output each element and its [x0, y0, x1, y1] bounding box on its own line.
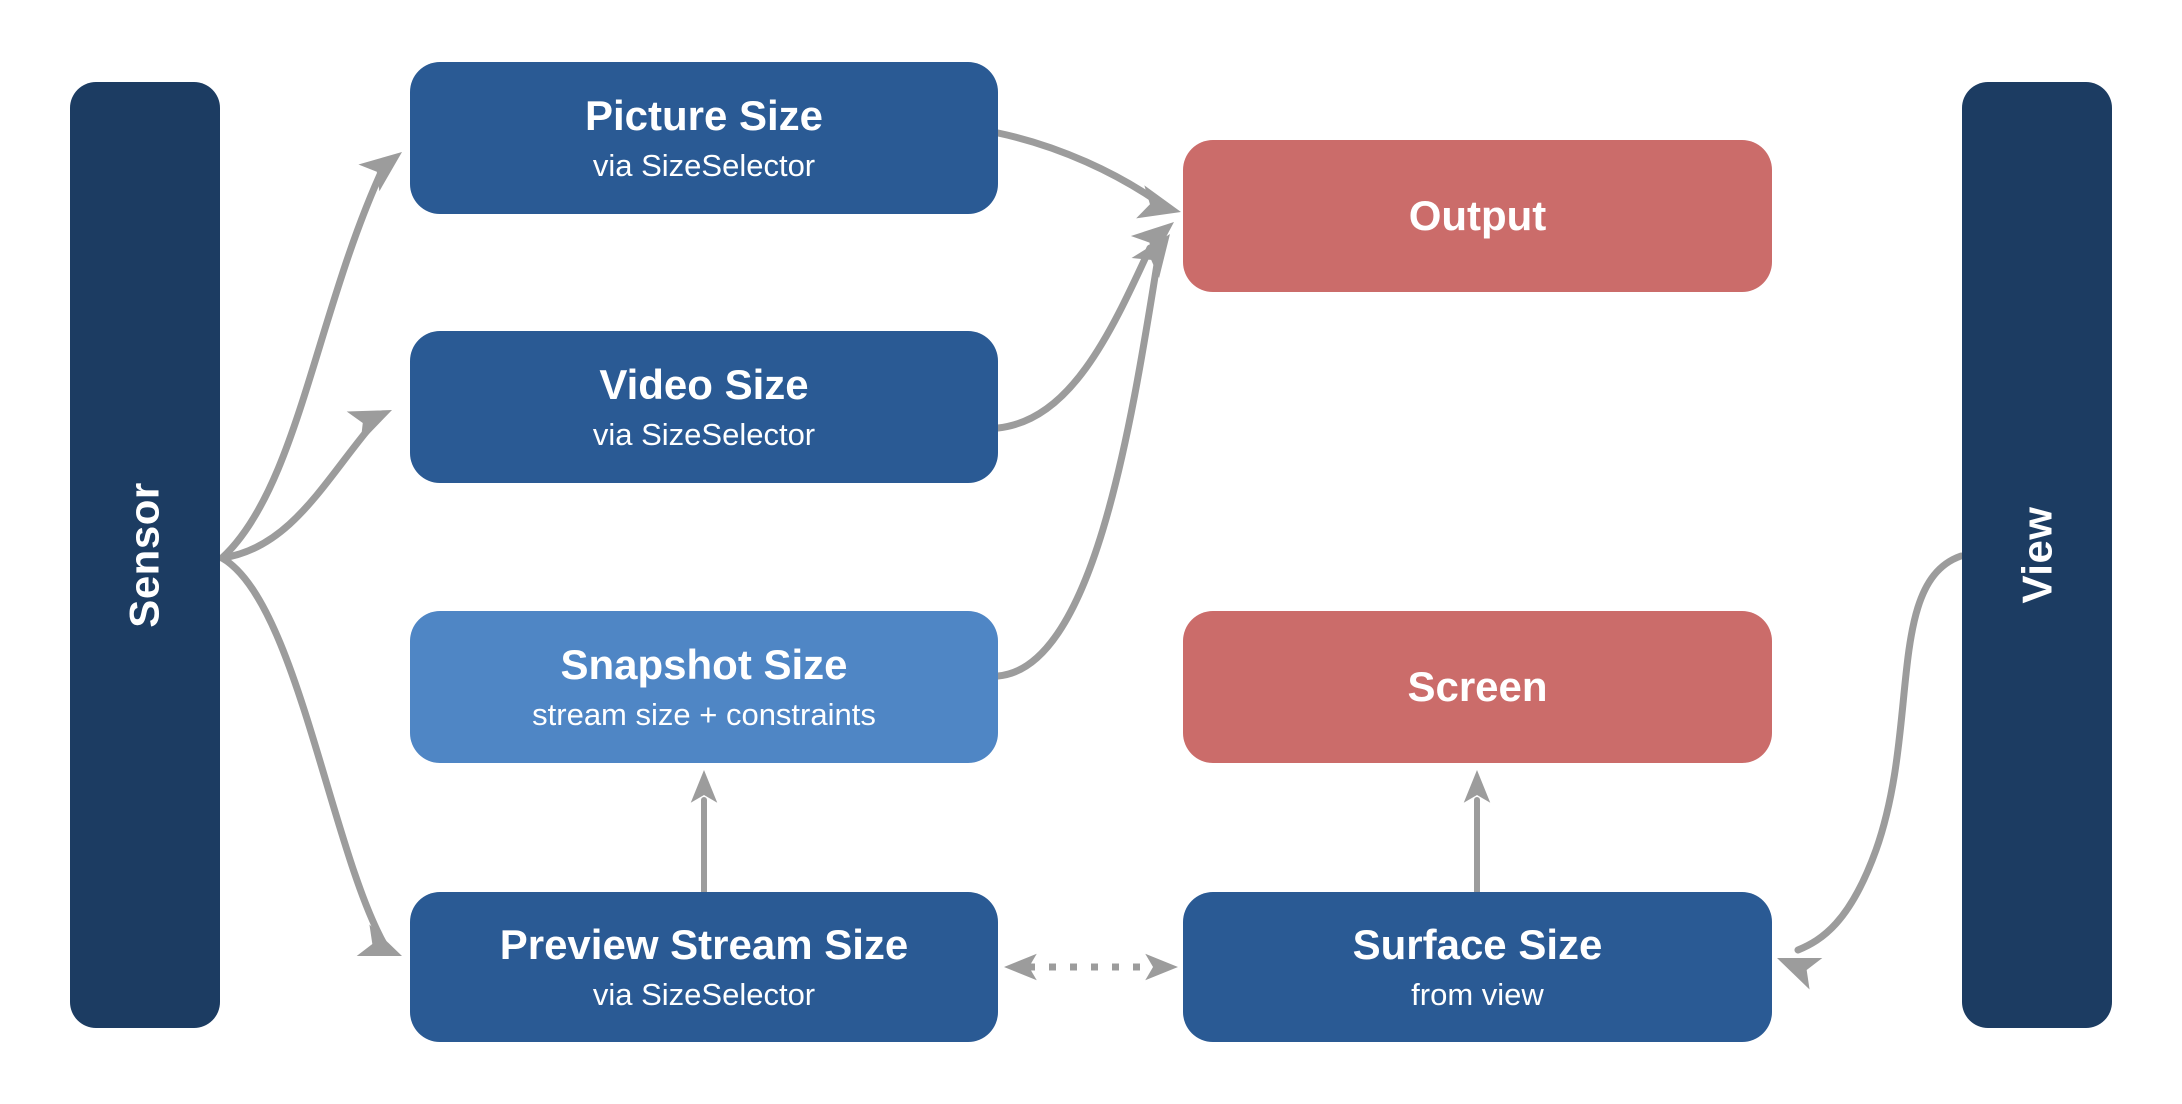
edge-picture-to-output [994, 129, 1162, 206]
lane-sensor-label: Sensor [120, 482, 168, 628]
edge-video-to-output-arrowhead [1130, 222, 1174, 263]
lane-sensor: Sensor [70, 82, 220, 1028]
node-picture-size-title: Picture Size [584, 92, 824, 140]
node-preview-stream-size-title: Preview Stream Size [499, 921, 909, 969]
edge-preview-surface-right-arrowhead [1145, 953, 1178, 981]
edge-sensor-to-picture [218, 162, 388, 562]
edge-sensor-to-preview [218, 554, 388, 948]
node-preview-stream-size: Preview Stream Size via SizeSelector [410, 892, 998, 1042]
node-snapshot-size-subtitle: stream size + constraints [532, 696, 876, 732]
node-snapshot-size: Snapshot Size stream size + constraints [410, 611, 998, 763]
edge-preview-surface-left-arrowhead [1004, 953, 1037, 981]
edge-view-to-surface [1794, 552, 1965, 954]
node-surface-size: Surface Size from view [1183, 892, 1772, 1042]
edge-view-to-surface-arrowhead [1777, 957, 1823, 990]
node-snapshot-size-title: Snapshot Size [560, 641, 848, 689]
node-output: Output [1183, 140, 1772, 292]
edge-sensor-to-video-arrowhead [346, 410, 392, 443]
node-screen: Screen [1183, 611, 1772, 763]
node-preview-stream-size-subtitle: via SizeSelector [592, 976, 816, 1012]
edge-surface-to-screen-arrowhead [1463, 770, 1491, 803]
node-output-title: Output [1408, 191, 1547, 239]
edge-sensor-to-preview-arrowhead [356, 924, 402, 957]
node-picture-size: Picture Size via SizeSelector [410, 62, 998, 214]
edge-video-to-output [994, 244, 1154, 432]
node-video-size-subtitle: via SizeSelector [592, 416, 816, 452]
edge-sensor-to-picture-arrowhead [358, 152, 402, 192]
node-video-size-title: Video Size [599, 361, 809, 409]
node-picture-size-subtitle: via SizeSelector [592, 147, 816, 183]
lane-view: View [1962, 82, 2112, 1028]
edge-picture-to-output-arrowhead [1136, 185, 1181, 219]
edge-snapshot-to-output-arrowhead [1131, 234, 1170, 278]
edge-snapshot-to-output [994, 254, 1162, 680]
node-screen-title: Screen [1407, 662, 1548, 710]
edge-preview-to-snapshot-arrowhead [690, 770, 718, 803]
edge-sensor-to-video [218, 416, 380, 562]
lane-view-label: View [2012, 506, 2060, 604]
node-surface-size-title: Surface Size [1352, 921, 1603, 969]
node-surface-size-subtitle: from view [1411, 976, 1544, 1012]
node-video-size: Video Size via SizeSelector [410, 331, 998, 483]
